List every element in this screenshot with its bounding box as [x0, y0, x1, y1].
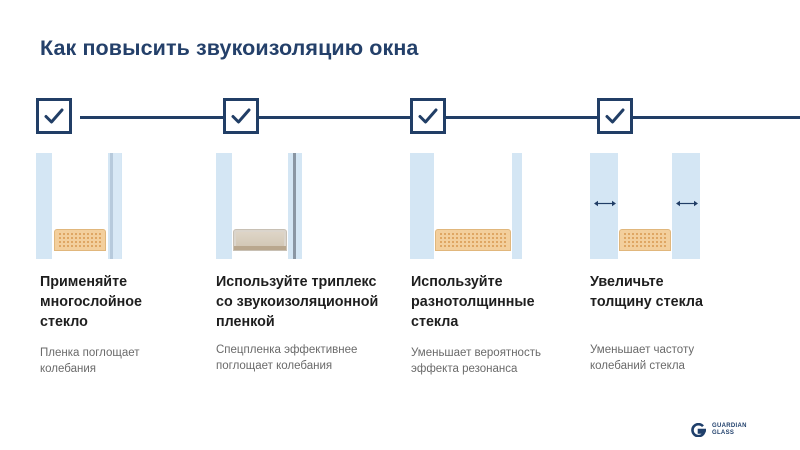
glass-pane — [113, 153, 121, 259]
glass-pane-thick — [410, 153, 434, 259]
step-4-description: Уменьшает частоту колебаний стекла — [590, 342, 765, 374]
description-line: Уменьшает частоту — [590, 344, 695, 356]
step-3-description: Уменьшает вероятность эффекта резонанса — [411, 345, 586, 377]
step-3-checkbox — [410, 98, 446, 134]
glass-pane — [36, 153, 52, 259]
description-line: Уменьшает вероятность — [411, 347, 541, 359]
heading-line: Увеличьте — [590, 274, 664, 290]
spacer-frame — [435, 229, 511, 251]
description-line: Спецпленка эффективнее — [216, 344, 358, 356]
step-2-checkbox — [223, 98, 259, 134]
step-2-description: Спецпленка эффективнее поглощает колебан… — [216, 342, 391, 374]
heading-line: стекло — [40, 314, 88, 330]
glass-pane-thick — [672, 153, 700, 259]
glass-pane-thin — [512, 153, 522, 259]
heading-line: пленкой — [216, 314, 275, 330]
page-title: Как повысить звукоизоляцию окна — [40, 36, 419, 60]
description-line: эффекта резонанса — [411, 363, 518, 375]
heading-line: многослойное — [40, 294, 142, 310]
step-1-heading: Применяйте многослойное стекло — [40, 272, 215, 332]
step-3-heading: Используйте разнотолщинные стекла — [411, 272, 586, 332]
spacer-frame — [54, 229, 106, 251]
check-icon — [231, 108, 251, 124]
glass-diagram-thicker — [590, 153, 700, 259]
glass-pane — [216, 153, 232, 259]
glass-diagram-different-thickness — [410, 153, 522, 259]
logo-line: GLASS — [712, 430, 735, 436]
glass-diagram-laminated — [36, 153, 128, 259]
step-2-heading: Используйте триплекс со звукоизоляционно… — [216, 272, 401, 332]
description-line: колебания — [40, 363, 97, 375]
heading-line: Используйте — [411, 274, 503, 290]
logo-line: GUARDIAN — [712, 423, 747, 429]
check-icon — [44, 108, 64, 124]
glass-pane-thick — [590, 153, 618, 259]
double-arrow-icon — [676, 200, 698, 207]
heading-line: стекла — [411, 314, 459, 330]
step-1-description: Пленка поглощает колебания — [40, 345, 215, 377]
heading-line: Используйте триплекс — [216, 274, 377, 290]
glass-diagram-triplex — [216, 153, 308, 259]
heading-line: со звукоизоляционной — [216, 294, 379, 310]
step-4-heading: Увеличьте толщину стекла — [590, 272, 765, 312]
description-line: колебаний стекла — [590, 360, 685, 372]
guardian-logo-icon — [691, 423, 706, 437]
soundproof-film — [293, 153, 296, 259]
spacer-frame — [619, 229, 671, 251]
heading-line: Применяйте — [40, 274, 128, 290]
spacer-frame — [233, 229, 287, 251]
heading-line: разнотолщинные — [411, 294, 535, 310]
double-arrow-icon — [594, 200, 616, 207]
laminate-film — [110, 153, 113, 259]
description-line: поглощает колебания — [216, 360, 333, 372]
step-4-checkbox — [597, 98, 633, 134]
step-1-checkbox — [36, 98, 72, 134]
guardian-glass-logo: GUARDIAN GLASS — [712, 423, 747, 437]
check-icon — [605, 108, 625, 124]
description-line: Пленка поглощает — [40, 347, 140, 359]
check-icon — [418, 108, 438, 124]
heading-line: толщину стекла — [590, 294, 703, 310]
